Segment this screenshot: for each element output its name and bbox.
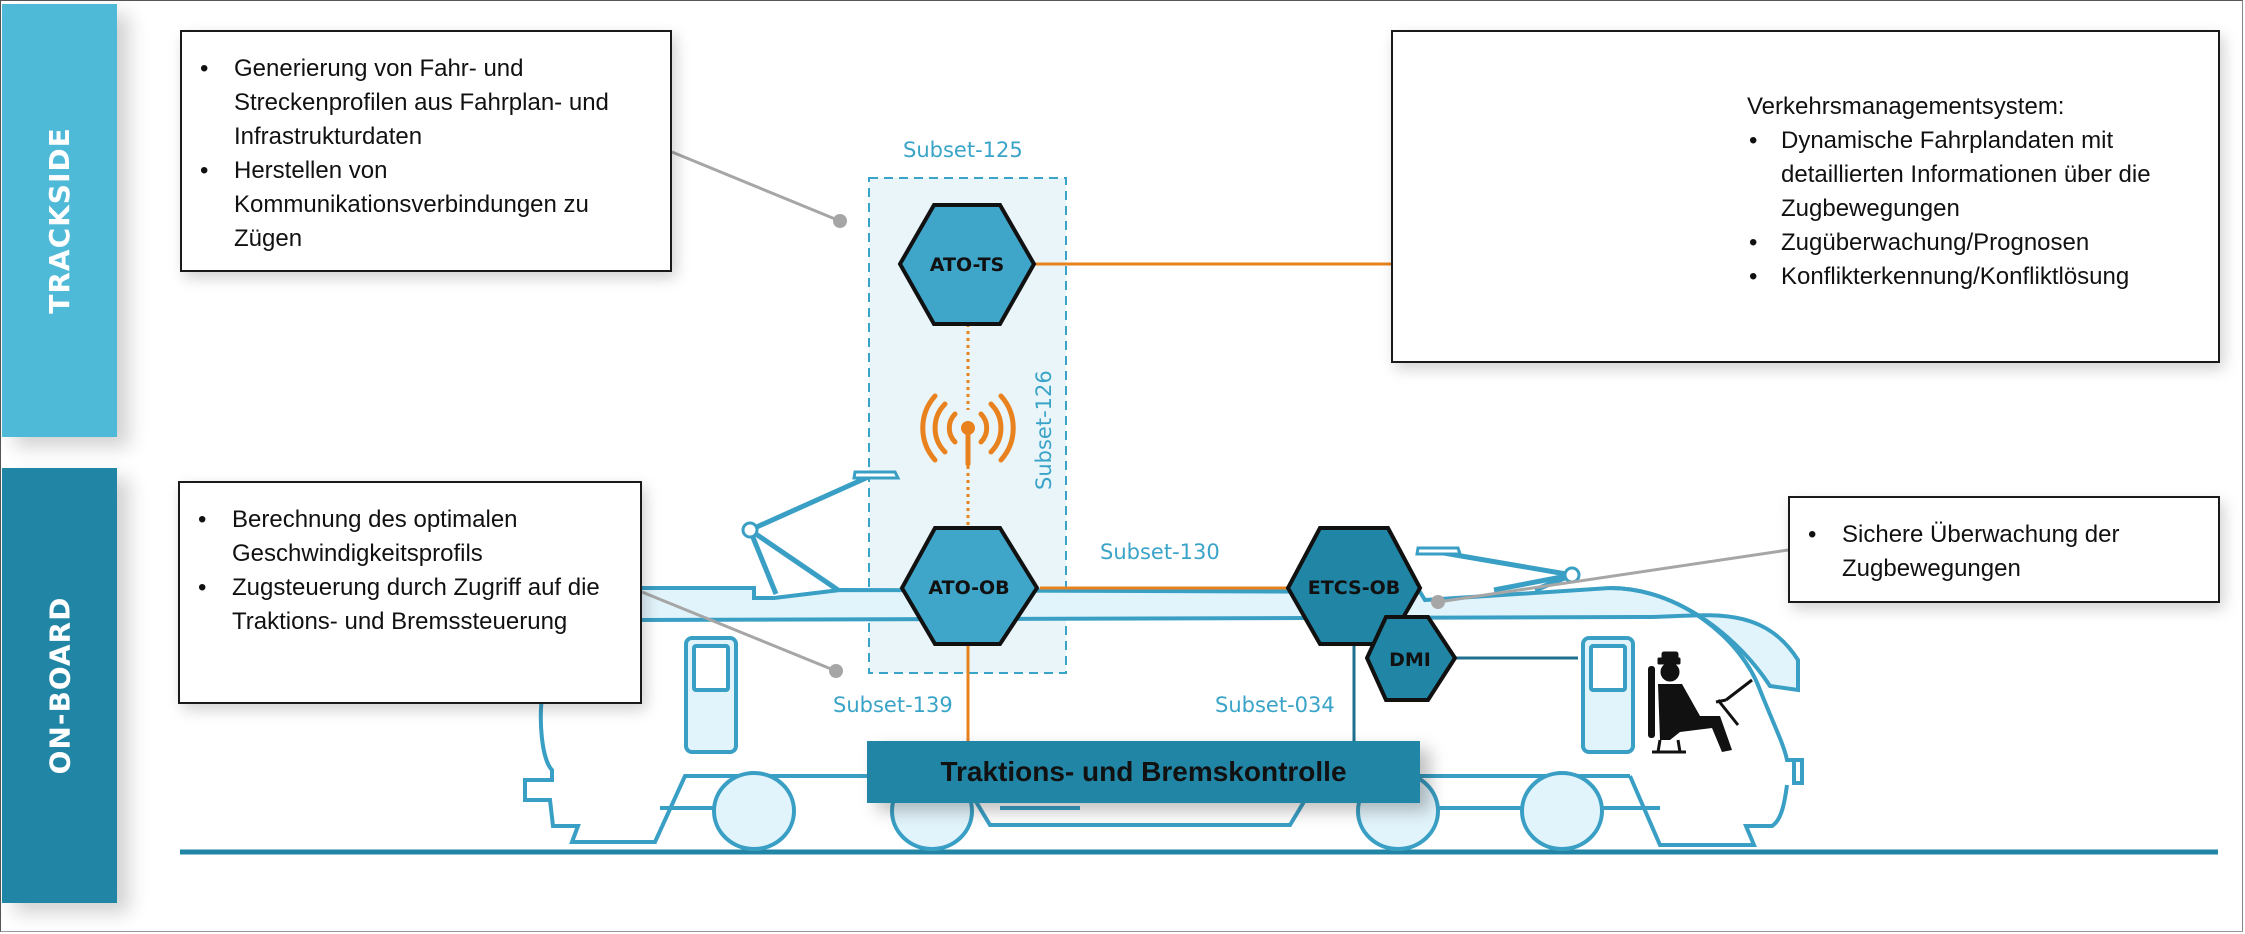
dmi-node[interactable] xyxy=(1364,615,1458,702)
ato-ts-callout: Generierung von Fahr- und Streckenprofil… xyxy=(180,30,672,272)
dmi-label: DMI xyxy=(1389,649,1431,671)
pantograph-right xyxy=(1415,546,1581,593)
ato-ts-node[interactable] xyxy=(897,203,1037,326)
subset-139-label: Subset-139 xyxy=(833,693,953,717)
callout-connectors xyxy=(641,150,1789,678)
ato-ob-node[interactable] xyxy=(899,526,1040,646)
ato-ts-label: ATO-TS xyxy=(929,254,1005,276)
subset-034-label: Subset-034 xyxy=(1215,693,1335,717)
radio-antenna-icon xyxy=(920,393,1016,467)
callout-item: Dynamische Fahrplandaten mit detailliert… xyxy=(1749,124,2217,226)
subset-126-label: Subset-126 xyxy=(1032,370,1056,490)
pantograph-left xyxy=(741,470,901,595)
train-driver-icon xyxy=(1648,651,1753,754)
trackside-section-bar: TRACKSIDE xyxy=(2,4,117,437)
traction-brake-control-box[interactable]: Traktions- und Bremskontrolle xyxy=(867,741,1420,803)
tms-callout: Verkehrsmanagementsystem: Dynamische Fah… xyxy=(1391,30,2220,363)
callout-item: Konflikterkennung/Konfliktlösung xyxy=(1749,260,2217,294)
callout-item: Sichere Überwachung der Zugbewegungen xyxy=(1808,518,2208,586)
train-illustration xyxy=(523,585,1804,851)
callout-item: Berechnung des optimalen Geschwindigkeit… xyxy=(198,503,630,571)
callout-item: Zugsteuerung durch Zugriff auf die Trakt… xyxy=(198,571,630,639)
ato-ob-callout: Berechnung des optimalen Geschwindigkeit… xyxy=(178,481,642,704)
interface-links xyxy=(966,262,1578,741)
etcs-ob-callout: Sichere Überwachung der Zugbewegungen xyxy=(1788,496,2220,603)
onboard-section-bar: ON-BOARD xyxy=(2,468,117,903)
ato-ob-label: ATO-OB xyxy=(928,577,1010,599)
subset-130-label: Subset-130 xyxy=(1100,540,1220,564)
etcs-ob-label: ETCS-OB xyxy=(1307,577,1401,599)
callout-item: Herstellen von Kommunikationsverbindunge… xyxy=(200,154,660,256)
tms-title: Verkehrsmanagementsystem: xyxy=(1747,93,2065,120)
traction-brake-control-label: Traktions- und Bremskontrolle xyxy=(940,756,1347,787)
subset-125-label: Subset-125 xyxy=(903,138,1023,162)
callout-item: Zugüberwachung/Prognosen xyxy=(1749,226,2217,260)
callout-item: Generierung von Fahr- und Streckenprofil… xyxy=(200,52,660,154)
